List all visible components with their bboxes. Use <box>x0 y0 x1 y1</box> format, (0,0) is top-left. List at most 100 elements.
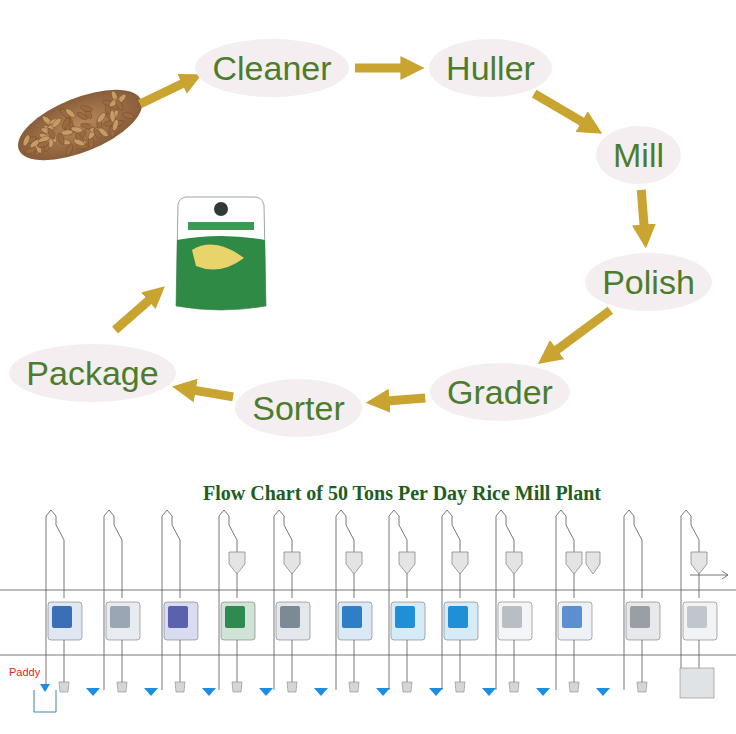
flow-triangle <box>536 688 550 696</box>
bag-green-band <box>176 236 266 310</box>
flow-triangle <box>202 688 216 696</box>
discharge-pipe <box>460 640 461 682</box>
ellipse-shape <box>195 39 349 97</box>
flow-arrow <box>534 94 590 127</box>
machine-body <box>498 602 532 640</box>
feed-hopper <box>691 552 707 574</box>
feed-hopper <box>506 552 522 574</box>
by-product-bucket <box>637 682 647 692</box>
by-product-bucket <box>232 682 242 692</box>
machine-column <box>46 510 100 696</box>
flow-triangle <box>259 688 273 696</box>
step-name: Huller <box>446 51 535 85</box>
by-product-bucket <box>402 682 412 692</box>
flow-triangle <box>376 688 390 696</box>
paddy-grain <box>73 138 86 148</box>
by-product-bucket <box>287 682 297 692</box>
flow-triangle <box>40 684 50 692</box>
bucket-elevator <box>442 510 460 690</box>
machine-column <box>624 510 660 692</box>
machine-panel <box>342 606 362 628</box>
chart-title: Flow Chart of 50 Tons Per Day Rice Mill … <box>203 482 601 504</box>
paddy-grain <box>65 143 74 156</box>
step-name: Package <box>26 356 158 390</box>
paddy-grain <box>80 105 93 113</box>
machine-body <box>626 602 660 640</box>
flow-triangle <box>144 688 158 696</box>
process-ellipse: Sorter <box>235 379 362 437</box>
paddy-grain <box>114 98 124 111</box>
input-arrow <box>140 80 190 104</box>
feed-hopper <box>346 552 362 574</box>
ellipse-shape <box>430 363 570 421</box>
grain-pile-base <box>9 75 152 175</box>
by-product-bucket <box>175 682 185 692</box>
process-ellipse: Huller <box>429 39 552 97</box>
step-name: Polish <box>602 265 695 299</box>
flow-triangle <box>429 688 443 696</box>
by-product-bucket <box>117 682 127 692</box>
ellipse-shape <box>585 253 712 311</box>
discharge-pipe <box>354 640 355 682</box>
bucket-elevator <box>496 510 514 690</box>
by-product-bucket <box>349 682 359 692</box>
input-label: Paddy <box>8 666 41 678</box>
by-product-bucket <box>509 682 519 692</box>
machine-body <box>164 602 198 640</box>
process-ellipse: Mill <box>596 126 681 184</box>
ellipse-shape <box>9 344 176 402</box>
machine-body <box>391 602 425 640</box>
process-ellipse: Package <box>9 344 176 402</box>
bucket-elevator <box>46 510 64 690</box>
feed-hopper <box>452 552 468 574</box>
by-product-bucket <box>59 682 69 692</box>
machine-body <box>221 602 255 640</box>
machine-column <box>442 510 496 696</box>
discharge-pipe <box>292 640 293 682</box>
discharge-pipe <box>122 640 123 682</box>
step-name: Cleaner <box>212 51 331 85</box>
ellipse-shape <box>235 379 362 437</box>
machine-body <box>558 602 592 640</box>
machine-panel <box>168 606 188 628</box>
discharge-pipe <box>407 640 408 682</box>
machine-panel <box>395 606 415 628</box>
machine-column <box>681 510 717 692</box>
bucket-elevator <box>274 510 292 690</box>
machine-body <box>48 602 82 640</box>
bucket-elevator <box>389 510 407 690</box>
bucket-elevator <box>219 510 237 690</box>
bag-body <box>176 197 266 310</box>
machine-column <box>556 510 610 696</box>
flow-pointer <box>690 571 728 579</box>
machine-body <box>338 602 372 640</box>
flow-triangle <box>314 688 328 696</box>
step-name: Mill <box>613 138 664 172</box>
discharge-pipe <box>514 640 515 682</box>
flow-arrow <box>355 64 410 73</box>
paddy-grain <box>70 126 83 133</box>
machine-panel <box>225 606 245 628</box>
step-name: Grader <box>447 375 553 409</box>
feed-hopper <box>399 552 415 574</box>
discharge-pipe <box>574 640 575 682</box>
machine-column <box>162 510 216 696</box>
paddy-grain <box>111 119 119 132</box>
step-name: Sorter <box>252 391 345 425</box>
bag-stripe <box>188 222 254 230</box>
paddy-grain <box>97 126 109 138</box>
flow-arrow <box>186 389 233 397</box>
bucket-elevator <box>336 510 354 690</box>
discharge-pipe <box>237 640 238 682</box>
machine-panel <box>110 606 130 628</box>
bag-handle-hole <box>214 202 228 216</box>
machine-panel <box>687 606 707 628</box>
machine-panel <box>280 606 300 628</box>
flow-arrow <box>641 190 644 234</box>
feed-hopper <box>586 552 600 574</box>
feed-hopper <box>284 552 300 574</box>
lower-rail <box>0 655 736 656</box>
bucket-elevator <box>681 510 699 690</box>
bucket-elevator <box>162 510 180 690</box>
